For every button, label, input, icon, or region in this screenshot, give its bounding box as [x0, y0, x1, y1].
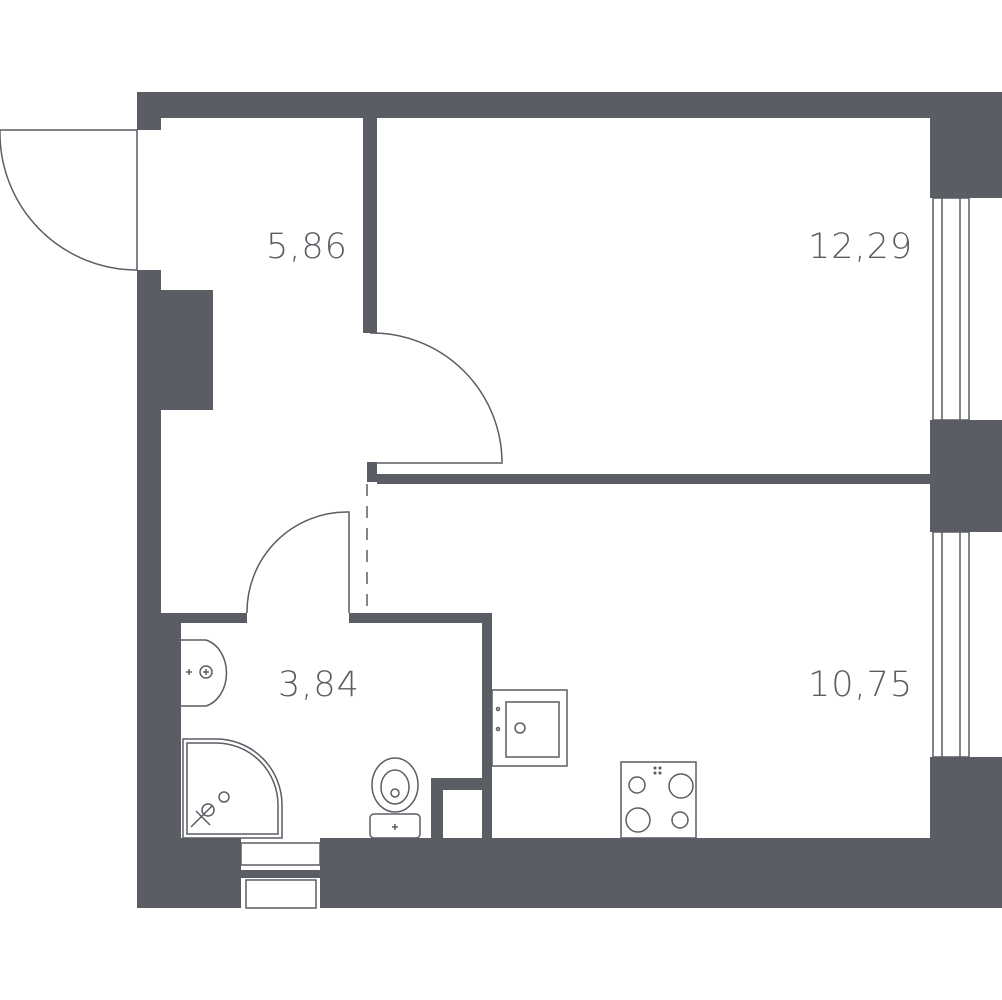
kitchen-sink-icon [491, 689, 568, 767]
interior-walls [161, 118, 933, 838]
doors [0, 129, 503, 614]
kitchen-area-label: 10,75 [808, 665, 913, 705]
toilet-icon [369, 757, 421, 839]
cooktop-icon [620, 761, 697, 839]
shower-cabin-icon [182, 738, 283, 839]
washbasin-icon [181, 639, 228, 707]
outer-walls [137, 92, 1002, 908]
windows [240, 197, 970, 909]
hall-area-label: 5,86 [266, 227, 348, 267]
bathroom-area-label: 3,84 [278, 665, 360, 705]
bedroom-area-label: 12,29 [808, 227, 913, 267]
